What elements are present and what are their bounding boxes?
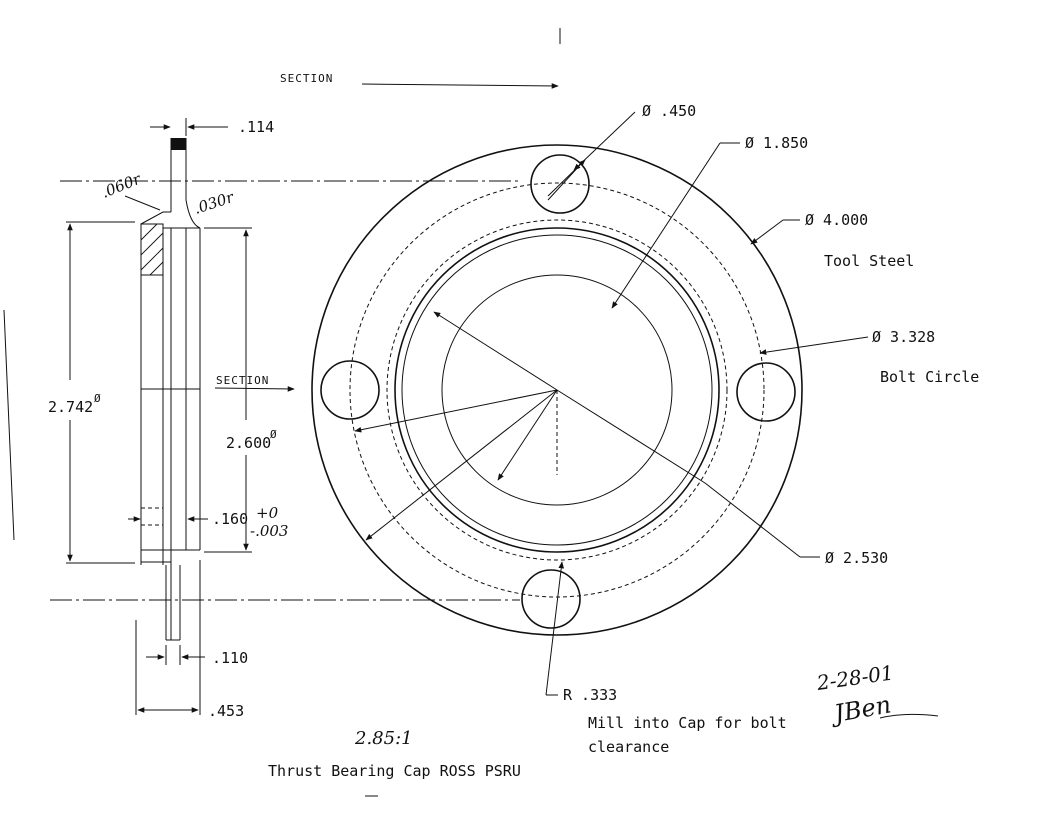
signature: JBen (827, 690, 893, 728)
label-dia-pilot: Ø 1.850 (745, 134, 808, 152)
date-label: 2-28-01 (814, 660, 895, 695)
label-bolt-circle: Bolt Circle (880, 368, 979, 386)
bolt-circle (349, 182, 765, 598)
bolt-hole-top (530, 154, 590, 214)
fillet-inner-label: .030r (192, 188, 237, 218)
dim-outer-dia-symbol: Ø (94, 392, 102, 405)
section-label-top: SECTION (280, 72, 333, 85)
dim-inner-dia-symbol: Ø (270, 428, 278, 441)
note-line-1: Mill into Cap for bolt (588, 714, 787, 732)
tolerance-minus: -.003 (250, 522, 288, 540)
label-dia-outer: Ø 4.000 (805, 211, 868, 229)
pilot-circle (441, 274, 673, 506)
section-view: .114 .060r .030r 2.742 Ø SECTION 2.600 Ø… (48, 118, 520, 720)
label-radius-relief: R .333 (563, 686, 617, 704)
bore-ring-inner (401, 234, 713, 546)
dim-web: .110 (212, 649, 248, 667)
label-dia-bore: Ø 2.530 (825, 549, 888, 567)
label-dia-hole: Ø .450 (642, 102, 696, 120)
relief-ring (386, 219, 728, 561)
bolt-hole-left (320, 360, 380, 420)
section-label-mid: SECTION (216, 374, 269, 387)
drawing-title: Thrust Bearing Cap ROSS PSRU (268, 762, 521, 780)
plan-view: Ø .450 Ø 1.850 Ø 4.000 Tool Steel Ø 3.32… (311, 102, 979, 756)
dim-inner-dia: 2.600 (226, 434, 271, 452)
note-line-2: clearance (588, 738, 669, 756)
section-hatch (140, 223, 164, 276)
scale-label: 2.85:1 (354, 728, 413, 749)
dim-overall: .453 (208, 702, 244, 720)
dim-flange-thickness: .114 (238, 118, 274, 136)
label-dia-bolt-circle: Ø 3.328 (872, 328, 935, 346)
dim-step: .160 (212, 510, 248, 528)
flange-top (171, 138, 186, 150)
fillet-outer-label: .060r (99, 170, 144, 202)
dim-outer-dia: 2.742 (48, 398, 93, 416)
label-material: Tool Steel (824, 252, 914, 270)
bore-ring-outer (394, 227, 720, 553)
outer-flange-circle (311, 144, 803, 636)
bolt-hole-right (736, 362, 796, 422)
section-indicator-top: SECTION (280, 72, 559, 89)
tolerance-plus: +0 (256, 504, 279, 522)
bolt-hole-bottom (521, 569, 581, 629)
